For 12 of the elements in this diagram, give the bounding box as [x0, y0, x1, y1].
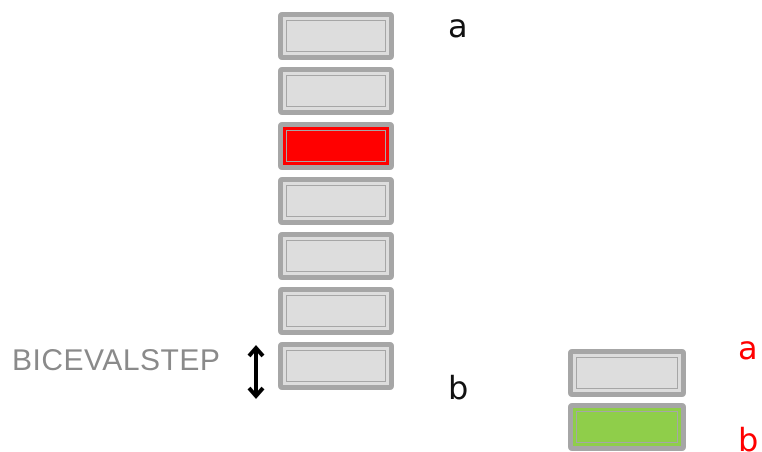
step-label: BICEVALSTEP [12, 346, 220, 376]
legend-label: a [738, 332, 758, 364]
slot-box [278, 67, 394, 115]
slot-box [278, 342, 394, 390]
slot-box [278, 122, 394, 170]
legend-label: b [738, 424, 758, 452]
slot-box [278, 287, 394, 335]
slot-box [278, 12, 394, 60]
slot-box [278, 177, 394, 225]
label-text: a [448, 10, 468, 42]
label-text: b [448, 372, 468, 404]
slot-box [278, 232, 394, 280]
